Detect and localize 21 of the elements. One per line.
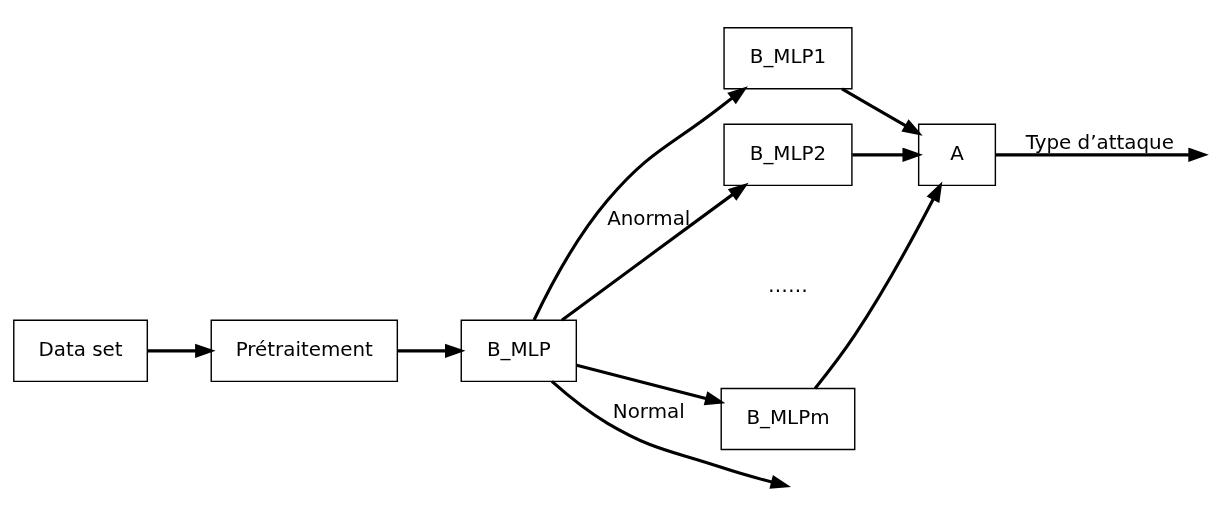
node-box: Data set [13, 319, 148, 382]
arrow [147, 343, 216, 358]
arrow [560, 182, 749, 321]
node-box: A [917, 123, 997, 186]
arrow [852, 147, 923, 162]
node-box: Prétraitement [210, 319, 399, 382]
node-box: B_MLPm [720, 387, 856, 450]
edge-label: Anormal [607, 206, 691, 230]
arrow [397, 343, 466, 358]
arrow [841, 86, 923, 136]
arrow [532, 85, 748, 321]
edge-label: Normal [612, 399, 685, 423]
arrow [576, 363, 726, 405]
arrow [550, 379, 792, 489]
node-box: B_MLP [460, 319, 578, 382]
edge-label: Type d’attaque [1025, 130, 1174, 154]
node-box: B_MLP2 [723, 123, 853, 186]
label: …… [768, 273, 808, 297]
node-box: B_MLP1 [723, 26, 853, 89]
arrow [813, 180, 943, 389]
arrow [995, 147, 1209, 162]
